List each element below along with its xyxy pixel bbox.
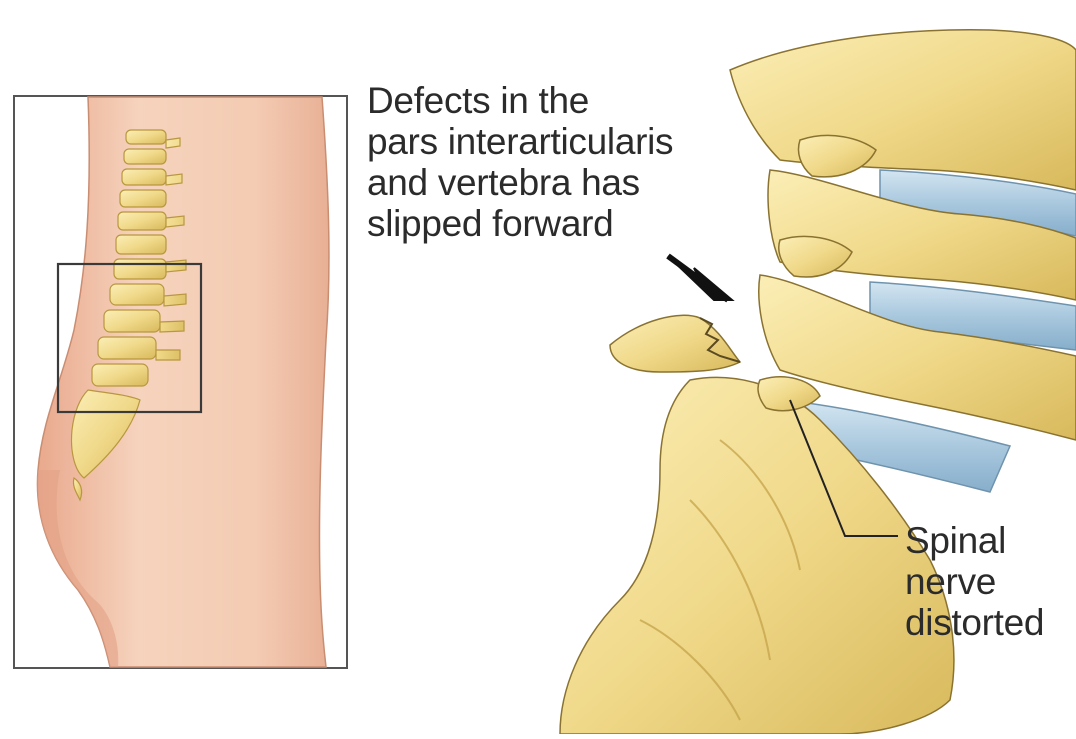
defects-line-3: and vertebra has	[367, 162, 673, 203]
defects-annotation: Defects in the pars interarticularis and…	[367, 80, 673, 244]
spinal-line-1: Spinal	[905, 520, 1044, 561]
spinal-line-3: distorted	[905, 602, 1044, 643]
defects-line-4: slipped forward	[367, 203, 673, 244]
defects-line-1: Defects in the	[367, 80, 673, 121]
body-profile-inset	[14, 96, 347, 668]
spinal-nerve-annotation: Spinal nerve distorted	[905, 520, 1044, 643]
defects-line-2: pars interarticularis	[367, 121, 673, 162]
spinal-line-2: nerve	[905, 561, 1044, 602]
defect-pointer-line	[668, 256, 728, 300]
